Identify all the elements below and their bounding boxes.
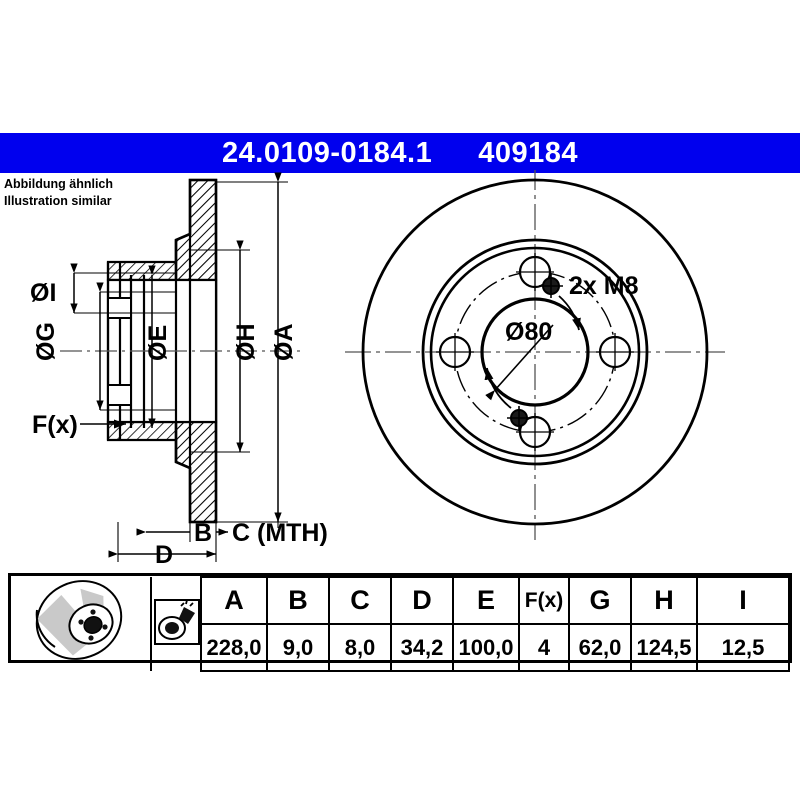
table-header-i: I <box>696 576 790 625</box>
table-header-fx: F(x) <box>518 576 570 625</box>
m8-thread-hole <box>539 274 563 298</box>
label-f-x: F(x) <box>32 411 78 439</box>
label-dia-i: ØI <box>30 279 56 307</box>
table-value-g: 62,0 <box>568 623 632 672</box>
technical-drawing: ØI ØG ØE ØH ØA F(x) B C (MTH) D <box>30 170 725 569</box>
center-bore-circle <box>480 297 590 407</box>
label-dia-e: ØE <box>144 325 172 361</box>
outer-disc-edge <box>361 178 709 526</box>
note-line-english: Illustration similar <box>4 193 112 208</box>
part-number: 24.0109-0184.1 <box>222 136 433 169</box>
table-value-row: 228,0 9,0 8,0 34,2 100,0 4 62,0 124,5 12… <box>11 623 790 672</box>
reference-number: 409184 <box>478 136 578 169</box>
label-dia-h: ØH <box>232 324 260 362</box>
feature-icon-cell <box>151 577 202 671</box>
label-c-mth: C (MTH) <box>232 519 328 547</box>
table-header-h: H <box>630 576 698 625</box>
bolt-hole <box>596 333 634 371</box>
table-value-i: 12,5 <box>696 623 790 672</box>
product-image-cell <box>11 577 152 671</box>
table-value-d: 34,2 <box>390 623 454 672</box>
table-value-a: 228,0 <box>200 623 268 672</box>
table-header-b: B <box>266 576 330 625</box>
section-dimensions <box>70 172 288 562</box>
title-bar: 24.0109-0184.1 409184 <box>0 133 800 173</box>
label-2x-m8: 2x M8 <box>569 272 639 300</box>
m8-thread-holes <box>484 274 581 430</box>
dim-line-center-bore <box>485 324 554 401</box>
coated-disc-spray-icon <box>154 599 200 645</box>
table-header-e: E <box>452 576 520 625</box>
cross-section-view <box>60 178 300 524</box>
label-dia-a: ØA <box>270 324 298 362</box>
bolt-hole <box>516 413 554 451</box>
label-center-bore: Ø80 <box>505 318 552 346</box>
table-header-row: A B C D E F(x) G H I <box>11 576 790 671</box>
label-b: B <box>194 519 212 547</box>
table-header-g: G <box>568 576 632 625</box>
specification-table: A B C D E F(x) G H I 228,0 9,0 8,0 34,2 … <box>8 573 792 672</box>
friction-ring-outer <box>421 238 649 466</box>
table-value-fx: 4 <box>518 623 570 672</box>
illustration-note: Abbildung ähnlich Illustration similar <box>4 176 113 209</box>
bolt-hole <box>436 333 474 371</box>
label-d: D <box>155 541 173 569</box>
table-header-a: A <box>200 576 268 625</box>
note-line-german: Abbildung ähnlich <box>4 177 114 191</box>
table-value-h: 124,5 <box>630 623 698 672</box>
m8-leader-arc-bottom <box>484 367 512 409</box>
brake-disc-3d-illustration <box>35 580 123 660</box>
m8-leader-arc-top <box>558 295 581 331</box>
table-value-c: 8,0 <box>328 623 392 672</box>
table-header-d: D <box>390 576 454 625</box>
bolt-holes <box>436 253 634 451</box>
front-view: 2x M8 Ø80 <box>345 170 725 540</box>
table-header-c: C <box>328 576 392 625</box>
m8-thread-hole <box>507 406 531 430</box>
bolt-hole <box>516 253 554 291</box>
friction-ring-inner <box>429 246 641 458</box>
table-value-b: 9,0 <box>266 623 330 672</box>
table-value-e: 100,0 <box>452 623 520 672</box>
label-dia-g: ØG <box>32 322 60 361</box>
